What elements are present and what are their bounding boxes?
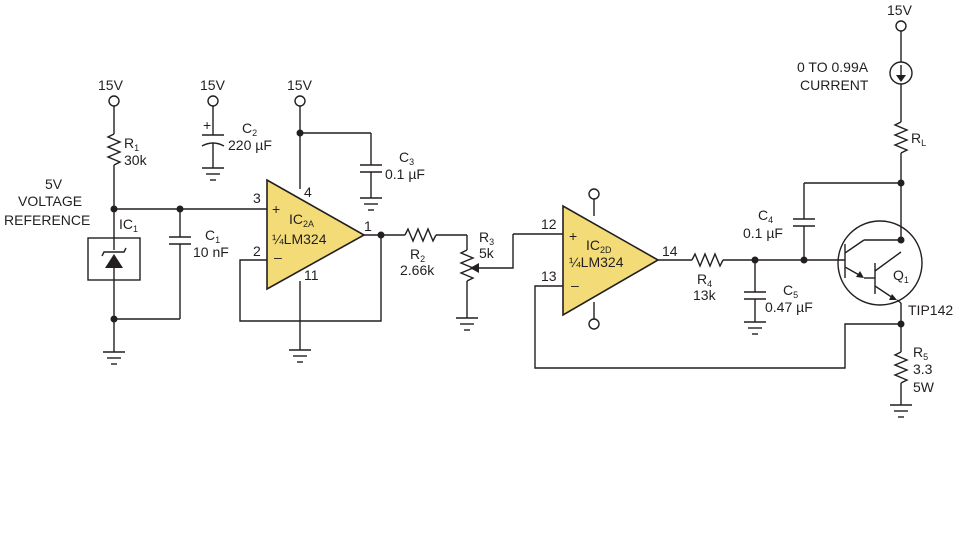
ground-icon: [202, 167, 224, 181]
ic2d-ref: IC2D: [586, 237, 612, 255]
transistor-q1: Q1 TIP142: [837, 220, 953, 318]
c4-ref: C4: [758, 207, 773, 225]
r3-ref: R3: [479, 229, 494, 247]
ic2a-part: ¼LM324: [272, 231, 327, 247]
q1-part: TIP142: [908, 302, 953, 318]
ground-icon: [744, 321, 766, 335]
c3-value: 0.1 µF: [385, 166, 425, 182]
supply-terminal-r1: [108, 95, 120, 107]
c2-branch: 15V + C2 220 µF: [200, 77, 272, 181]
current-source-icon: [889, 61, 913, 85]
r3-wiper-wire: [478, 234, 514, 269]
q1-ref: Q1: [893, 267, 909, 285]
ic2d-pin-inv: 13: [541, 268, 557, 284]
r4-value: 13k: [693, 287, 717, 303]
ground-icon: [360, 197, 382, 211]
r1-branch: 15V R1 30k 5V VOLTAGE REFERENCE IC1: [4, 77, 148, 365]
ic2d-feedback-wire: [534, 285, 901, 369]
ground-icon: [456, 317, 478, 331]
r3-value: 5k: [479, 245, 495, 261]
c1-branch: C1 10 nF: [114, 205, 267, 320]
r4-branch: R4 13k: [691, 252, 845, 303]
opamp-ic2a: + – IC2A ¼LM324 3 2 4 11 1: [253, 178, 372, 291]
r2-ref: R2: [410, 246, 425, 264]
current-source-line2: CURRENT: [800, 77, 869, 93]
supply-terminal-rl: [895, 20, 907, 32]
c4-value: 0.1 µF: [743, 225, 783, 241]
c1-ref: C1: [205, 227, 220, 245]
r5-ref: R5: [913, 344, 928, 362]
r3-branch: R3 5k: [456, 229, 563, 331]
ic2a-plus: +: [272, 201, 280, 217]
ic2d-supply-terminal-bottom: [588, 318, 600, 330]
wiper-arrow-icon: [470, 263, 479, 273]
current-source-line1: 0 TO 0.99A: [797, 59, 869, 75]
resistor-rl: [893, 121, 909, 154]
ic2a-pin-inv: 2: [253, 243, 261, 259]
resistor-r1: [106, 133, 122, 166]
ic2d-supply-terminal: [588, 188, 600, 200]
supply-terminal-c2: [207, 95, 219, 107]
supply-label-c2: 15V: [200, 77, 226, 93]
ground-icon: [103, 351, 125, 365]
supply-label-rl: 15V: [887, 2, 913, 18]
reference-line1: 5V: [45, 176, 63, 192]
rl-ref: RL: [911, 130, 926, 148]
ic2a-supply: 15V C3 0.1 µF: [287, 77, 425, 211]
reference-line3: REFERENCE: [4, 212, 90, 228]
reference-line2: VOLTAGE: [18, 193, 82, 209]
ic2a-pin-gnd: 11: [304, 267, 319, 283]
r2-value: 2.66k: [400, 262, 435, 278]
c3-ref: C3: [399, 149, 414, 167]
ic2a-ref: IC2A: [289, 211, 314, 229]
ic2a-feedback-wire: [239, 235, 382, 322]
r5-branch: R5 3.3 5W: [890, 344, 935, 418]
ic2d-part: ¼LM324: [569, 254, 624, 270]
ic2a-pin-vcc: 4: [304, 184, 312, 200]
zener-diode-icon: [101, 238, 127, 280]
resistor-r2: [404, 227, 437, 243]
c2-polarity: +: [203, 117, 211, 133]
c5-value: 0.47 µF: [765, 299, 813, 315]
ic2d-plus: +: [569, 228, 577, 244]
ic2d-minus: –: [571, 277, 579, 293]
c2-ref: C2: [242, 120, 257, 138]
ground-icon: [289, 349, 311, 363]
load-branch: 15V 0 TO 0.99A CURRENT RL: [797, 2, 926, 352]
r5-value2: 5W: [913, 379, 935, 395]
ic2a-pin-out: 1: [364, 218, 372, 234]
supply-label-ic2a: 15V: [287, 77, 313, 93]
opamp-ic2d: + – IC2D ¼LM324 12 13 14: [541, 188, 678, 330]
c1-value: 10 nF: [193, 244, 229, 260]
ic2d-pin-out: 14: [662, 243, 678, 259]
r5-value1: 3.3: [913, 361, 933, 377]
c5-branch: C5 0.47 µF: [744, 256, 813, 335]
ic2a-pin-noninv: 3: [253, 190, 261, 206]
ground-icon: [890, 404, 912, 418]
resistor-r4: [691, 252, 724, 268]
c5-ref: C5: [783, 282, 798, 300]
r2-branch: R2 2.66k: [400, 227, 467, 278]
ic2d-pin-noninv: 12: [541, 216, 557, 232]
r4-ref: R4: [697, 271, 712, 289]
r1-value: 30k: [124, 152, 148, 168]
ic2a-minus: –: [274, 249, 282, 265]
r1-ref: R1: [124, 135, 139, 153]
ic1-ref: IC1: [119, 216, 138, 234]
supply-label-r1: 15V: [98, 77, 124, 93]
c2-value: 220 µF: [228, 137, 272, 153]
resistor-r5: [893, 351, 909, 384]
potentiometer-r3: [459, 249, 475, 282]
c4-branch: C4 0.1 µF: [743, 182, 901, 264]
supply-terminal-ic2a: [294, 95, 306, 107]
